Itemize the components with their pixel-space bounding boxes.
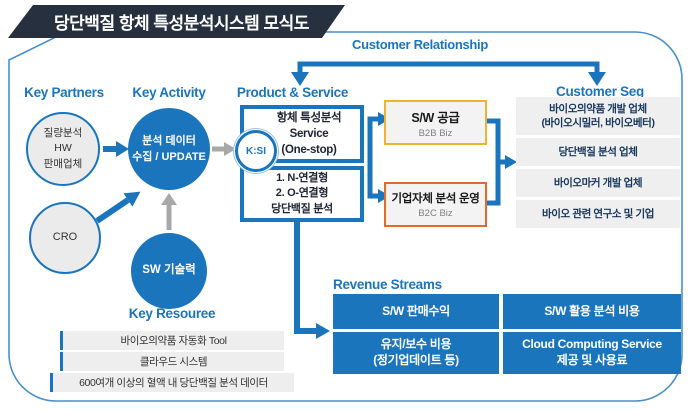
business-box-self-analysis-title: 기업자체 분석 운영 (391, 193, 480, 205)
partner-circle-cro: CRO (29, 202, 101, 274)
customer-seg-item-biomarker: 바이오마커 개발 업체 (516, 169, 680, 197)
kbsi-logo: K:SI (235, 130, 277, 172)
revenue-cell-cloud-service: Cloud Computing Service 제공 및 사용료 (503, 332, 681, 374)
resource-item-automation-tool: 바이오의약품 자동화 Tool (60, 331, 284, 350)
arrow-activity-to-product (212, 142, 236, 156)
arrow-swtech-to-activity (161, 193, 177, 230)
customer-seg-item-biopharma: 바이오의약품 개발 업체 (바이오시밀러, 바이오베터) (516, 97, 680, 135)
page-title: 당단백질 항체 특성분석시스템 모식도 (54, 14, 309, 33)
kbsi-logo-text: K:SI (246, 145, 266, 157)
arrow-partner-to-activity (103, 141, 129, 157)
arrow-cro-to-activity (95, 191, 141, 224)
header-customer-relationship: Customer Relationship (352, 37, 488, 52)
header-revenue-streams: Revenue Streams (333, 277, 442, 292)
business-box-sw-supply-title: S/W 공급 (411, 110, 460, 125)
resource-item-cloud-system: 클라우드 시스템 (60, 352, 284, 371)
resource-item-glyco-data: 600여개 이상의 혈액 내 당단백질 분석 데이터 (50, 373, 294, 392)
activity-circle-data-collection: 분석 데이터 수집 / UPDATE (128, 108, 210, 190)
revenue-cell-analysis-fee: S/W 활용 분석 비용 (503, 294, 681, 329)
revenue-cell-sw-sales: S/W 판매수익 (333, 294, 499, 329)
customer-seg-item-glyco-analysis: 당단백질 분석 업체 (516, 138, 680, 166)
header-product-service: Product & Service (236, 85, 349, 100)
business-box-self-analysis-sub: B2C Biz (418, 208, 453, 219)
activity-circle-sw-tech: SW 기술력 (131, 233, 207, 309)
header-key-partners: Key Partners (24, 85, 104, 100)
header-key-activity: Key Activity (132, 85, 206, 100)
title-banner: 당단백질 항체 특성분석시스템 모식도 (8, 5, 345, 38)
business-box-sw-supply: S/W 공급 B2B Biz (384, 100, 487, 145)
product-box-glyco-analysis-label: 1. N-연결형 2. O-연결형 당단백질 분석 (271, 171, 333, 215)
bracket-business-to-customers (487, 118, 517, 206)
product-box-glyco-analysis: 1. N-연결형 2. O-연결형 당단백질 분석 (240, 166, 364, 222)
partner-circle-mass-analysis: 질량분석 HW 판매업체 (26, 112, 100, 186)
business-box-sw-supply-sub: B2B Biz (418, 127, 453, 139)
customer-seg-item-bio-research: 바이오 관련 연구소 및 기업 (516, 200, 680, 228)
business-box-self-analysis: 기업자체 분석 운영 B2C Biz (384, 182, 487, 227)
arrow-product-to-revenue (294, 222, 330, 339)
customer-relationship-arrow (291, 61, 606, 86)
revenue-cell-maintenance: 유지/보수 비용 (정기업데이트 등) (333, 332, 499, 374)
